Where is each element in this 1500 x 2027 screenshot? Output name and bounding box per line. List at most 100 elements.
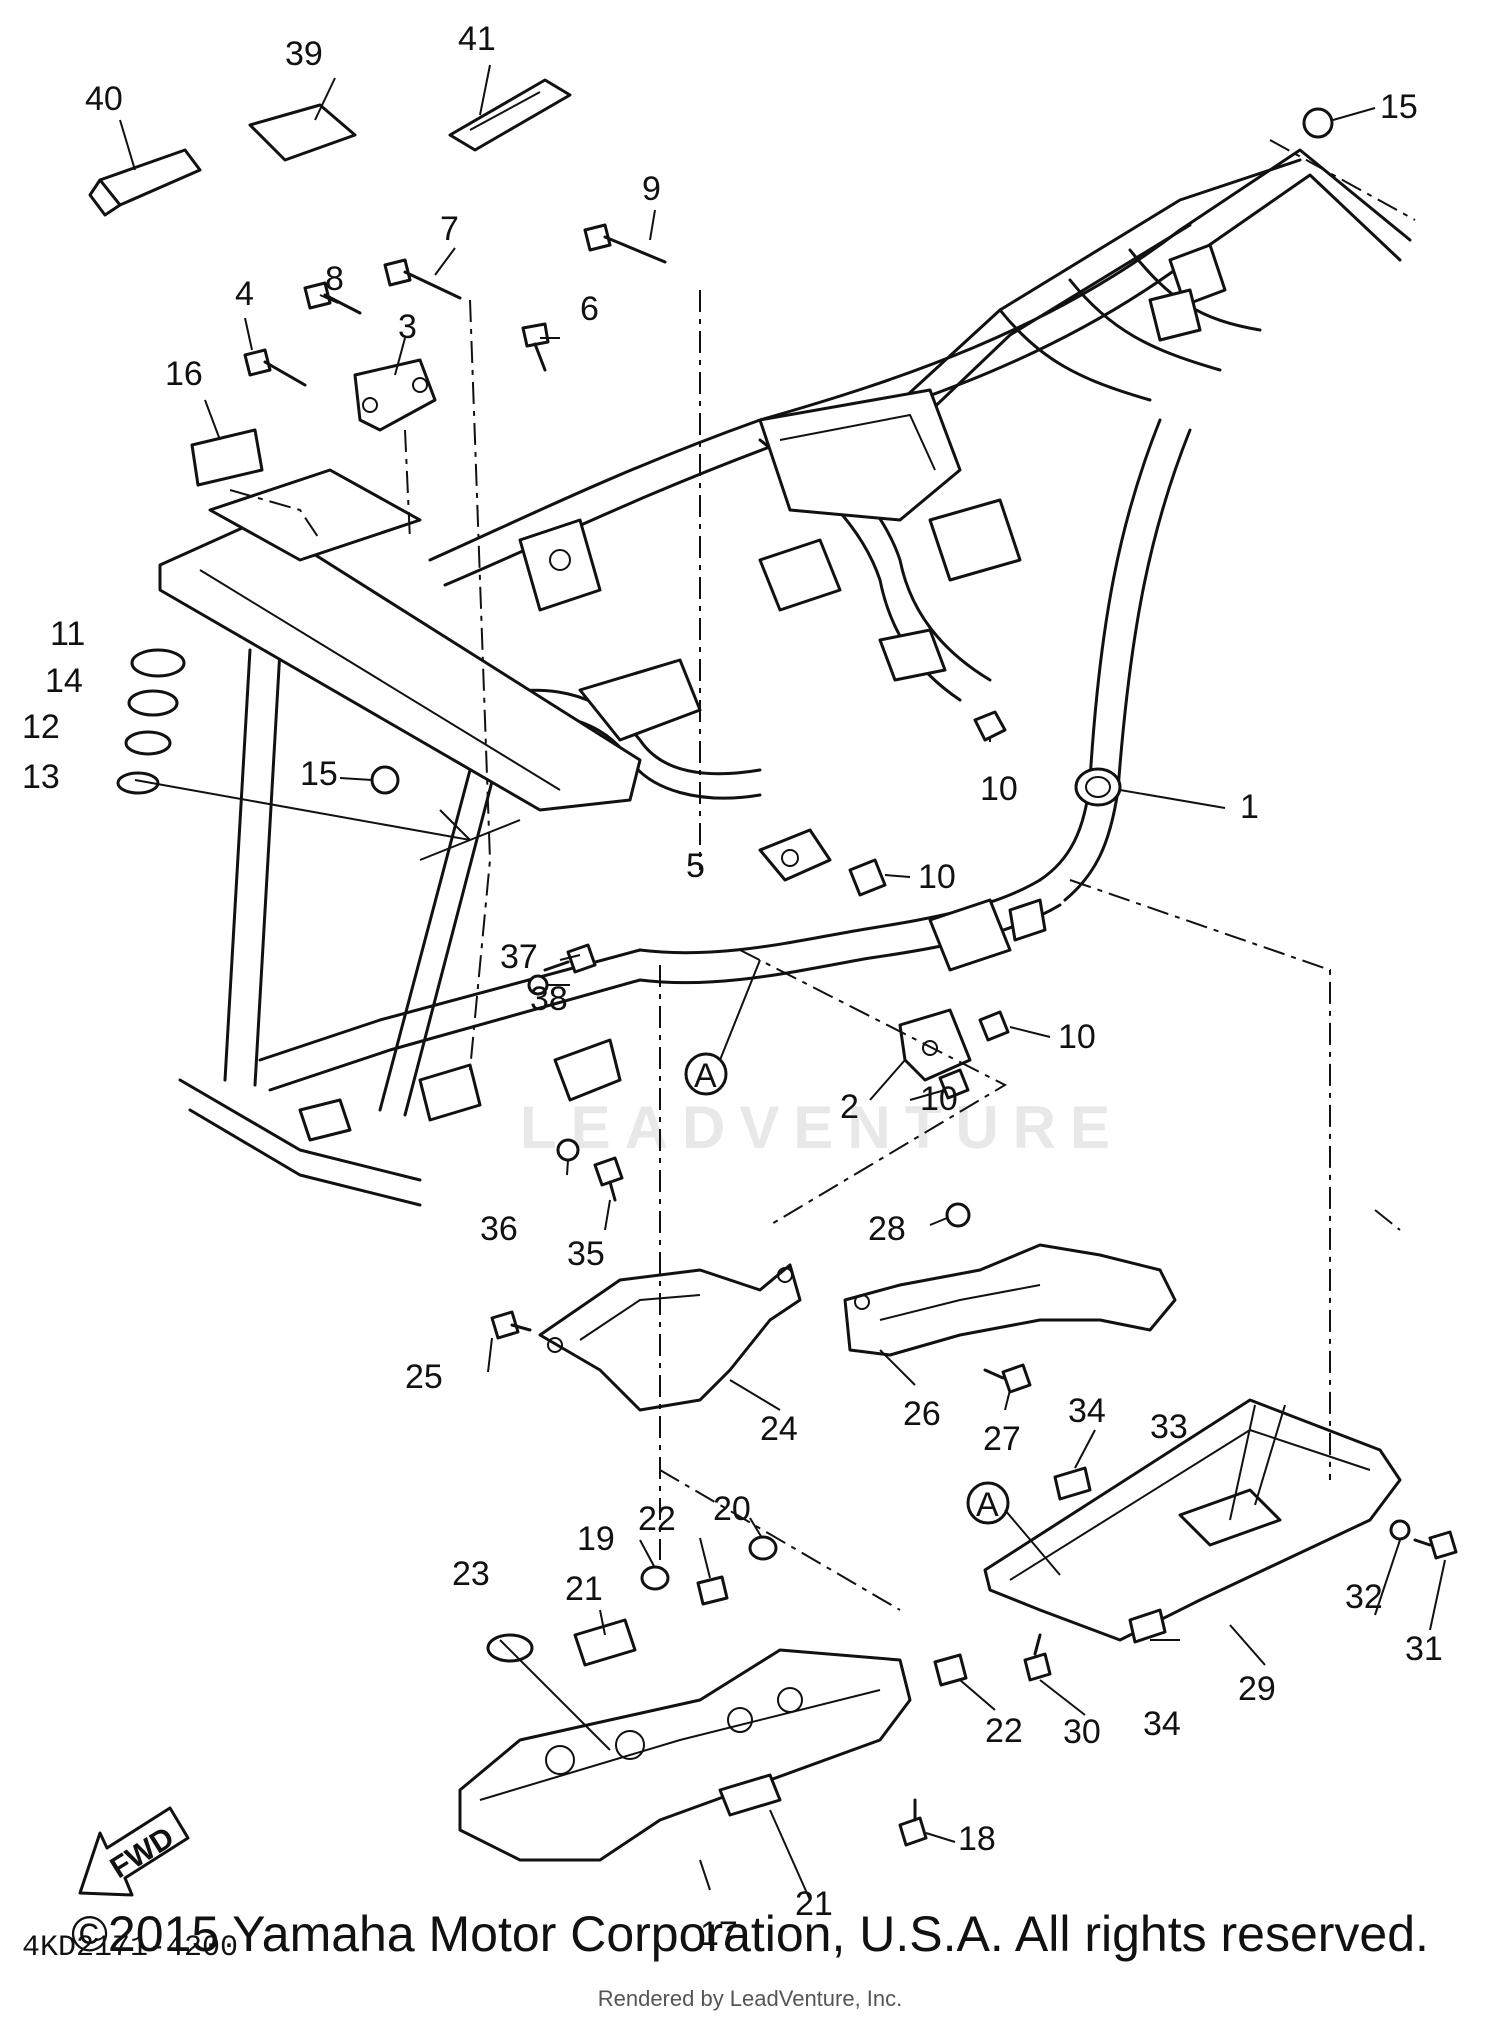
fwd-arrow: FWD <box>78 1806 190 1897</box>
part-21-rubber <box>573 1618 637 1667</box>
part-37-bolt <box>543 943 597 974</box>
part-12-washer <box>124 730 172 756</box>
callout-10a: 10 <box>980 770 1018 808</box>
copyright-notice: ©2015 Yamaha Motor Corporation, U.S.A. A… <box>71 1906 1429 1962</box>
callout-22b: 22 <box>985 1712 1023 1750</box>
callout-39: 39 <box>285 35 323 73</box>
part-29-skid-plate <box>983 1398 1402 1642</box>
callout-13: 13 <box>22 758 60 796</box>
part-13-washer <box>116 771 160 795</box>
part-34-pad-a <box>1053 1466 1092 1501</box>
callout-10c: 10 <box>1058 1018 1096 1056</box>
callout-30: 30 <box>1063 1713 1101 1751</box>
callout-18: 18 <box>958 1820 996 1858</box>
dash-lines <box>229 139 1416 1611</box>
part-41-clip <box>448 78 572 152</box>
part-20-cap <box>748 1535 778 1561</box>
drawing-code: 4KD2171-4200 <box>22 1931 238 1965</box>
callout-36: 36 <box>480 1210 518 1248</box>
callout-40: 40 <box>85 80 123 118</box>
part-10-nut-b <box>848 858 887 897</box>
part-2-bracket <box>898 1008 972 1082</box>
part-17-skid-plate <box>458 1648 912 1862</box>
part-32-washer <box>1389 1519 1411 1541</box>
svg-text:A: A <box>694 1057 717 1095</box>
part-36-washer <box>556 1138 580 1162</box>
part-8-bolt <box>303 281 362 315</box>
callout-34a: 34 <box>1068 1392 1106 1430</box>
part-24-guard <box>538 1263 802 1412</box>
callout-16: 16 <box>165 355 203 393</box>
part-30-bolt <box>1023 1633 1052 1682</box>
callout-37: 37 <box>500 938 538 976</box>
callout-8: 8 <box>325 260 344 298</box>
part-27-bolt <box>983 1363 1032 1394</box>
part-26-guard <box>843 1243 1177 1357</box>
callout-1: 1 <box>1240 788 1259 826</box>
part-10-nut-c <box>978 1010 1010 1042</box>
part-25-bolt <box>490 1310 532 1340</box>
part-31-bolt <box>1413 1530 1458 1560</box>
part-9-bolt <box>583 223 667 264</box>
part-38-washer <box>527 974 549 996</box>
part-5-plate <box>758 828 832 882</box>
callout-22a: 22 <box>638 1500 676 1538</box>
callout-41: 41 <box>458 20 496 58</box>
part-19-cap <box>640 1565 670 1591</box>
part-23-grommet <box>486 1633 534 1663</box>
rendered-by-credit: Rendered by LeadVenture, Inc. <box>597 1986 903 2011</box>
part-22-pad-a <box>696 1575 729 1606</box>
ref-mark-a-upper: A <box>684 1052 728 1096</box>
callout-11: 11 <box>50 615 85 653</box>
callout-17: 17 <box>700 1915 738 1953</box>
part-4-bolt <box>243 348 307 387</box>
callout-29: 29 <box>1238 1670 1276 1708</box>
watermark: LEADVENTURE <box>520 1094 1124 1161</box>
callout-31: 31 <box>1405 1630 1443 1668</box>
callout-10b: 10 <box>918 858 956 896</box>
callout-24: 24 <box>760 1410 798 1448</box>
callout-2: 2 <box>840 1088 859 1126</box>
callout-21a: 21 <box>565 1570 603 1608</box>
callout-33: 33 <box>1150 1408 1188 1446</box>
main-frame <box>158 148 1412 1207</box>
callout-38: 38 <box>530 980 568 1018</box>
part-34-pad-b <box>1128 1608 1167 1644</box>
part-7-bolt <box>383 258 462 300</box>
part-35-bolt <box>593 1156 624 1202</box>
callout-28: 28 <box>868 1210 906 1248</box>
part-6-bolt <box>521 322 550 372</box>
callout-7: 7 <box>440 210 459 248</box>
leader-lines <box>119 64 1446 1901</box>
part-28-nut <box>945 1202 971 1228</box>
part-39-plate <box>248 103 357 162</box>
callout-5: 5 <box>686 847 705 885</box>
callout-15a: 15 <box>1380 88 1418 126</box>
part-10-nut-a <box>973 710 1007 742</box>
callout-14: 14 <box>45 662 83 700</box>
callout-labels: 1 2 3 4 5 6 7 8 9 10 10 10 10 11 12 13 1… <box>22 20 1443 1953</box>
callout-10d: 10 <box>920 1080 958 1118</box>
part-40-strap <box>88 148 202 217</box>
callout-23: 23 <box>452 1555 490 1593</box>
part-15-nut-top <box>1302 107 1334 139</box>
callout-15b: 15 <box>300 755 338 793</box>
ref-mark-a-lower: A <box>966 1481 1010 1525</box>
callout-9: 9 <box>642 170 661 208</box>
part-16-damper <box>190 428 264 487</box>
part-3-bracket <box>353 358 437 432</box>
part-10-nut-d <box>938 1068 970 1100</box>
callout-26: 26 <box>903 1395 941 1433</box>
callout-12: 12 <box>22 708 60 746</box>
part-14-collar <box>127 689 179 717</box>
callout-3: 3 <box>398 308 417 346</box>
callout-6: 6 <box>580 290 599 328</box>
callout-19: 19 <box>577 1520 615 1558</box>
part-11-grommet <box>130 648 186 678</box>
part-18-bolt <box>898 1798 928 1847</box>
callout-35: 35 <box>567 1235 605 1273</box>
svg-text:A: A <box>976 1486 999 1524</box>
callout-25: 25 <box>405 1358 443 1396</box>
callout-20: 20 <box>713 1490 751 1528</box>
